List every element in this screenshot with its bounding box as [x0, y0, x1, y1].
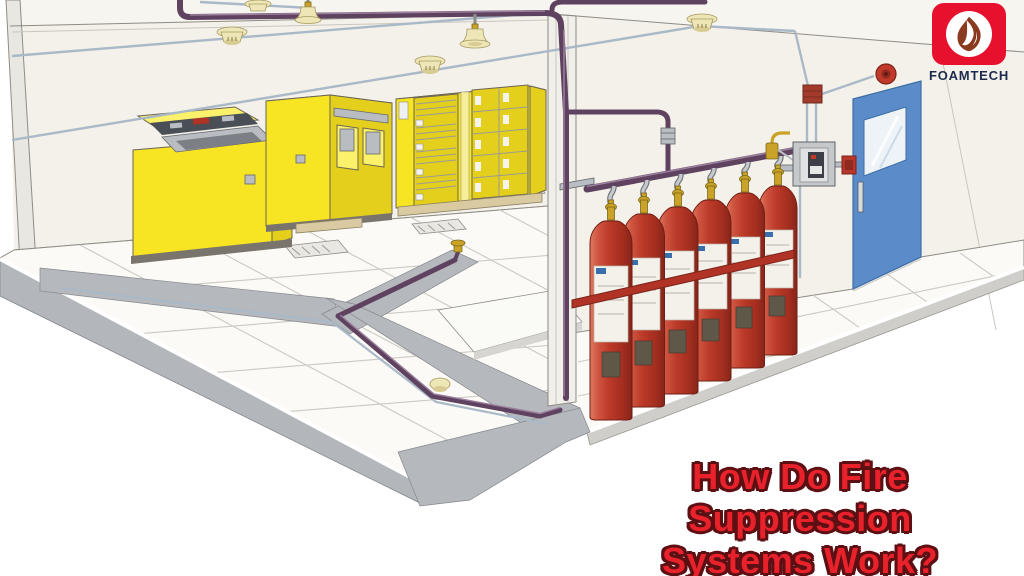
suppression-pipes — [177, 0, 801, 401]
cabinet-door-panel — [336, 124, 359, 171]
left-platform-trim — [0, 257, 430, 489]
underfloor-smoke-detector-icon — [429, 377, 451, 392]
ceiling-plane — [6, 0, 1024, 52]
equipment-cabinets — [131, 84, 547, 264]
logo-circle — [946, 11, 992, 57]
logo-badge — [932, 3, 1006, 65]
double-door-cabinet — [265, 94, 393, 234]
door-handle — [857, 181, 864, 213]
cylinder-retention-bar — [571, 249, 795, 309]
ceiling-smoke-detectors — [216, 0, 718, 74]
door-threshold — [852, 258, 922, 292]
smoke-detector-icon — [244, 0, 272, 12]
underfloor-pipe — [335, 250, 563, 419]
discharge-nozzle-icon — [459, 14, 491, 49]
manual-station — [841, 155, 857, 175]
control-panel — [776, 141, 843, 187]
logo-brand-text: FOAMTECH — [928, 68, 1010, 83]
discharge-nozzle-icon — [294, 0, 322, 24]
vent-drawer-stack — [413, 93, 459, 209]
title-line-1: How Do Fire Suppression — [688, 456, 912, 539]
subfloor-cutaway — [39, 239, 591, 507]
alarm-bell-icon — [875, 63, 897, 85]
floor-vent-icon — [411, 218, 467, 235]
foamtech-logo: FOAMTECH — [926, 3, 1012, 83]
cabinet-door-panel — [362, 127, 385, 168]
underfloor-nozzle-icon — [450, 239, 466, 253]
ceiling-discharge-nozzles — [294, 0, 491, 49]
cylinder — [690, 167, 732, 382]
cylinder — [657, 173, 699, 395]
underfloor-conduit — [59, 286, 549, 426]
smoke-detector-icon — [686, 13, 718, 32]
title-line-2: Systems Work? — [662, 540, 938, 576]
door — [852, 80, 922, 290]
junction-box — [802, 84, 823, 104]
cabinet-header-vent — [333, 107, 389, 124]
title-block: How Do Fire Suppression Systems Work? — [582, 456, 1018, 576]
manifold-actuator — [765, 131, 794, 161]
agent-cylinders — [571, 155, 798, 421]
cylinder — [725, 161, 765, 369]
cylinder — [589, 185, 633, 421]
floor-vent-icon — [284, 239, 349, 259]
smoke-detector-icon — [216, 26, 248, 45]
pipe-highlights — [189, 10, 798, 396]
small-drawer-grid — [471, 84, 529, 200]
flame-icon — [957, 16, 981, 52]
underfloor-pipe-highlight — [339, 314, 561, 415]
pipe-valve — [660, 127, 676, 145]
left-ceiling-trim — [11, 19, 551, 33]
drawer-cabinet — [395, 84, 547, 217]
smoke-detector-icon — [414, 55, 446, 74]
